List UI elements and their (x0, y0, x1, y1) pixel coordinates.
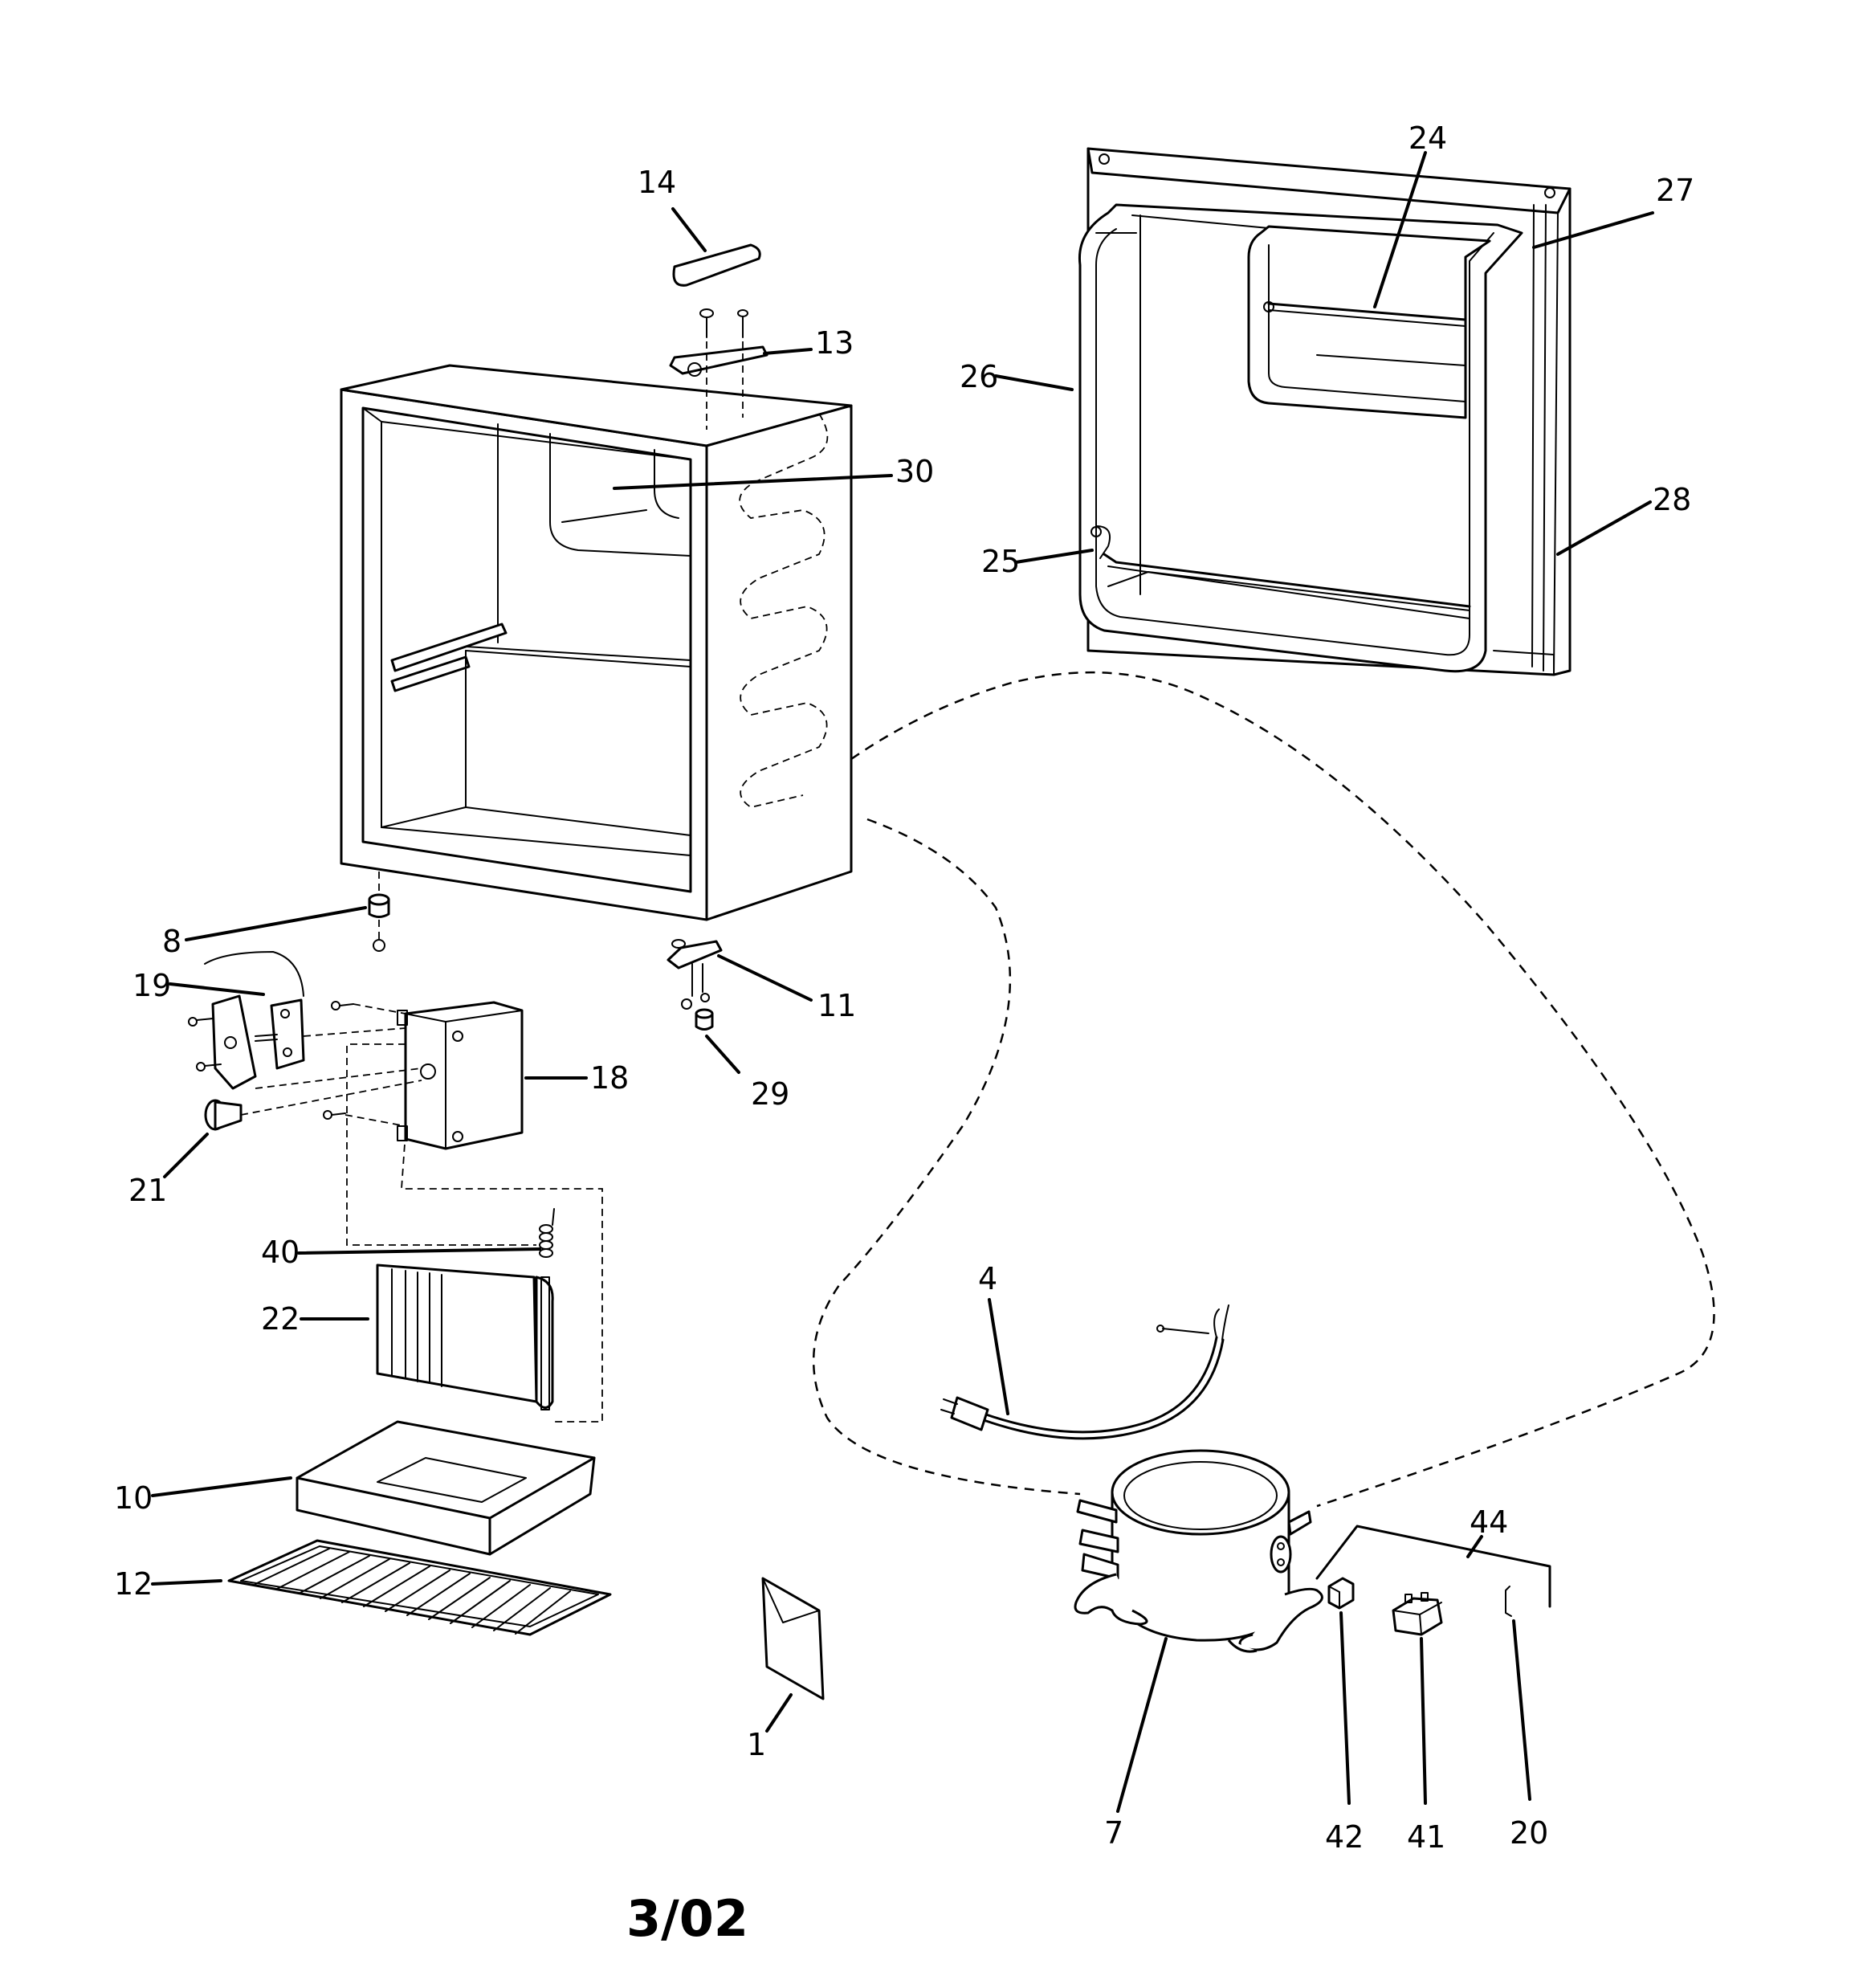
callout-leaders (151, 151, 1654, 1813)
callout-27: 27 (1656, 173, 1694, 208)
door-assembly (1078, 147, 1572, 676)
callout-30: 30 (895, 454, 934, 489)
callout-7: 7 (1104, 1815, 1123, 1851)
callout-40: 40 (261, 1235, 300, 1270)
overload-protector (1327, 1577, 1355, 1610)
callout-29: 29 (751, 1076, 789, 1112)
callout-12: 12 (114, 1566, 153, 1602)
bottom-hinge (667, 939, 723, 1010)
drip-tray (296, 1420, 596, 1556)
callout-22: 22 (261, 1301, 300, 1337)
owners-manual (761, 1577, 825, 1700)
control-box (240, 1001, 603, 1423)
leveling-leg (695, 1008, 714, 1031)
callout-24: 24 (1408, 120, 1447, 156)
callout-10: 10 (114, 1480, 153, 1516)
evaporator-spring (539, 1208, 555, 1258)
thermostat (188, 951, 305, 1090)
callout-14: 14 (638, 165, 676, 200)
thermostat-knob (204, 1099, 243, 1131)
leveling-foot (368, 872, 390, 952)
compressor (1074, 1449, 1323, 1653)
evaporator-plate (376, 1263, 554, 1410)
refrigerant-tubing (812, 671, 1715, 1508)
callout-21: 21 (128, 1173, 167, 1208)
callout-19: 19 (132, 968, 171, 1003)
callout-20: 20 (1510, 1815, 1548, 1851)
retainer-clip (1505, 1586, 1512, 1617)
power-cord (940, 1304, 1229, 1440)
top-hinge-cover (672, 243, 761, 287)
callout-26: 26 (960, 359, 998, 394)
callout-41: 41 (1407, 1819, 1445, 1855)
callout-1: 1 (747, 1727, 766, 1762)
callout-labels: 14 13 30 24 27 26 28 25 8 19 11 18 29 21… (114, 120, 1694, 1855)
callout-13: 13 (815, 325, 854, 361)
callout-11: 11 (817, 988, 856, 1023)
callout-44: 44 (1470, 1504, 1508, 1540)
callout-18: 18 (590, 1060, 629, 1096)
callout-4: 4 (978, 1261, 997, 1296)
callout-28: 28 (1653, 482, 1691, 517)
callout-25: 25 (981, 544, 1020, 579)
top-hinge (669, 308, 768, 430)
start-relay (1392, 1592, 1443, 1636)
date-code: 3/02 (626, 1889, 748, 1948)
grille (227, 1539, 612, 1636)
relay-kit-bracket (1315, 1525, 1551, 1608)
callout-42: 42 (1325, 1819, 1364, 1855)
cabinet (340, 364, 853, 921)
callout-8: 8 (162, 924, 181, 959)
